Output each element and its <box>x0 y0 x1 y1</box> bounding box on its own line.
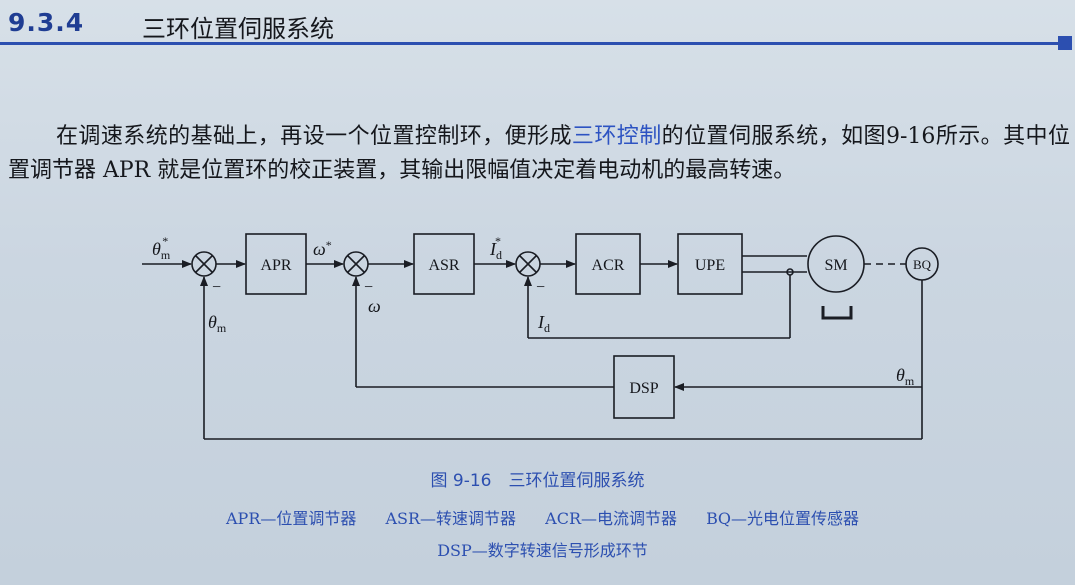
paragraph-text-1: 在调速系统的基础上，再设一个位置控制环，便形成 <box>56 124 572 149</box>
header-square-marker <box>1058 36 1072 50</box>
minus-sign-current: − <box>536 279 545 296</box>
omega-ref-label: ω* <box>313 238 332 259</box>
legend-asr: ASR—转速调节器 <box>385 509 517 528</box>
legend-bq: BQ—光电位置传感器 <box>706 509 859 528</box>
motor-base <box>821 306 853 320</box>
theta-dsp-label: θm <box>896 365 915 388</box>
section-header: 9.3.4 三环位置伺服系统 <box>0 0 1075 50</box>
asr-label: ASR <box>428 257 459 274</box>
upe-block-frame <box>677 233 743 295</box>
theta-feedback-label: θm <box>208 312 227 335</box>
omega-feedback-label: ω <box>368 296 381 316</box>
paragraph-text-2: 的位置伺服系统，如图9-16所示。其中位置调节器 APR 就是位置环的校正装置，… <box>8 124 1070 183</box>
body-paragraph: 在调速系统的基础上，再设一个位置控制环，便形成三环控制的位置伺服系统，如图9-1… <box>8 120 1070 188</box>
sm-label: SM <box>824 257 847 274</box>
servo-block-diagram: APR ASR ACR UPE SM BQ DSP θm* ω* Id* − −… <box>142 233 939 440</box>
figure-legend-line-2: DSP—数字转速信号形成环节 <box>5 537 1075 561</box>
section-number: 9.3.4 <box>8 8 85 37</box>
section-title: 三环位置伺服系统 <box>142 15 334 43</box>
id-feedback-label: Id <box>537 312 550 335</box>
theta-ref-label: θm* <box>152 234 171 262</box>
legend-apr: APR—位置调节器 <box>226 509 357 528</box>
figure-legend-line-1: APR—位置调节器 ASR—转速调节器 ACR—电流调节器 BQ—光电位置传感器 <box>5 505 1075 529</box>
highlight-term: 三环控制 <box>571 124 662 149</box>
id-ref-label: Id* <box>489 234 502 262</box>
dsp-label: DSP <box>629 380 658 397</box>
header-rule <box>0 42 1062 45</box>
bq-label: BQ <box>913 257 932 272</box>
legend-dsp: DSP—数字转速信号形成环节 <box>437 541 648 560</box>
figure-caption: 图 9-16 三环位置伺服系统 <box>430 471 645 491</box>
legend-acr: ACR—电流调节器 <box>545 509 677 528</box>
minus-sign-speed: − <box>364 279 373 296</box>
upe-label: UPE <box>695 257 725 274</box>
apr-label: APR <box>260 257 291 274</box>
minus-sign-position: − <box>212 279 221 296</box>
acr-label: ACR <box>592 257 625 274</box>
